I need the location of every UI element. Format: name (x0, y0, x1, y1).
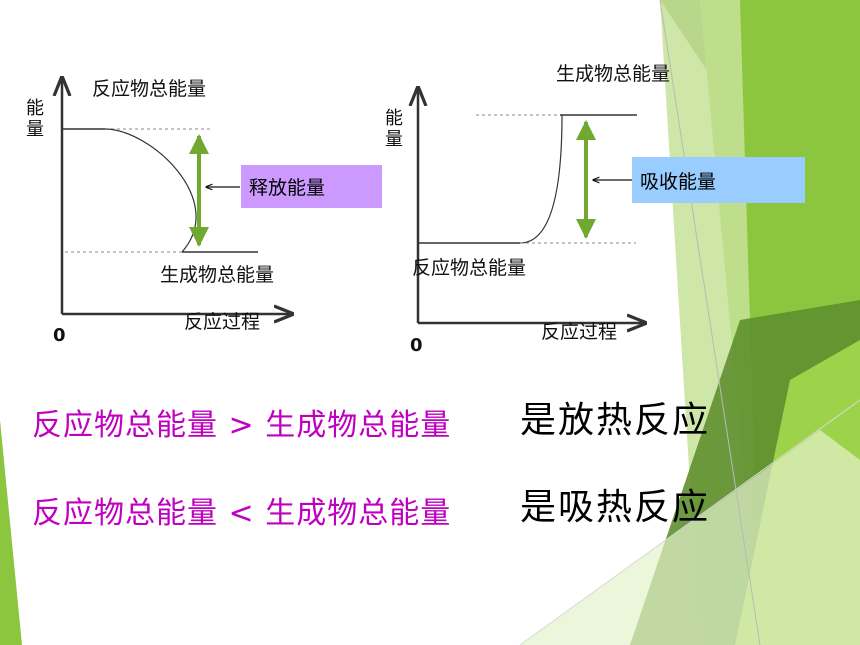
right-y-axis-label: 能量 (385, 108, 403, 150)
left-x-axis-label: 反应过程 (184, 311, 261, 333)
exothermic-comparison: 反应物总能量 > 生成物总能量 (32, 408, 452, 443)
left-bottom-label: 生成物总能量 (160, 264, 275, 286)
right-x-axis-label: 反应过程 (541, 321, 618, 343)
right-bottom-label: 反应物总能量 (412, 257, 527, 279)
bg-shape-pale-bottom (520, 430, 860, 645)
bg-thin-line-1 (659, 0, 761, 645)
left-energy-diagram (62, 78, 292, 314)
left-top-label: 反应物总能量 (92, 78, 207, 100)
left-box-label: 释放能量 (249, 177, 326, 199)
bg-thin-line-2 (519, 399, 860, 645)
endothermic-comparison: 反应物总能量 < 生成物总能量 (32, 496, 452, 531)
left-origin-label: 0 (53, 325, 66, 346)
right-top-label: 生成物总能量 (556, 63, 671, 85)
left-release-energy-box: 释放能量 (241, 165, 382, 208)
endothermic-conclusion: 是吸热反应 (520, 487, 711, 528)
right-energy-diagram (418, 88, 645, 323)
exothermic-conclusion: 是放热反应 (520, 400, 711, 441)
bg-shape-left-edge (0, 420, 22, 645)
left-y-axis-label: 能量 (26, 98, 44, 140)
left-energy-curve (104, 128, 197, 253)
right-origin-label: 0 (410, 335, 423, 356)
right-absorb-energy-box: 吸收能量 (632, 157, 805, 203)
right-energy-curve (519, 114, 563, 244)
right-box-label: 吸收能量 (640, 170, 717, 193)
